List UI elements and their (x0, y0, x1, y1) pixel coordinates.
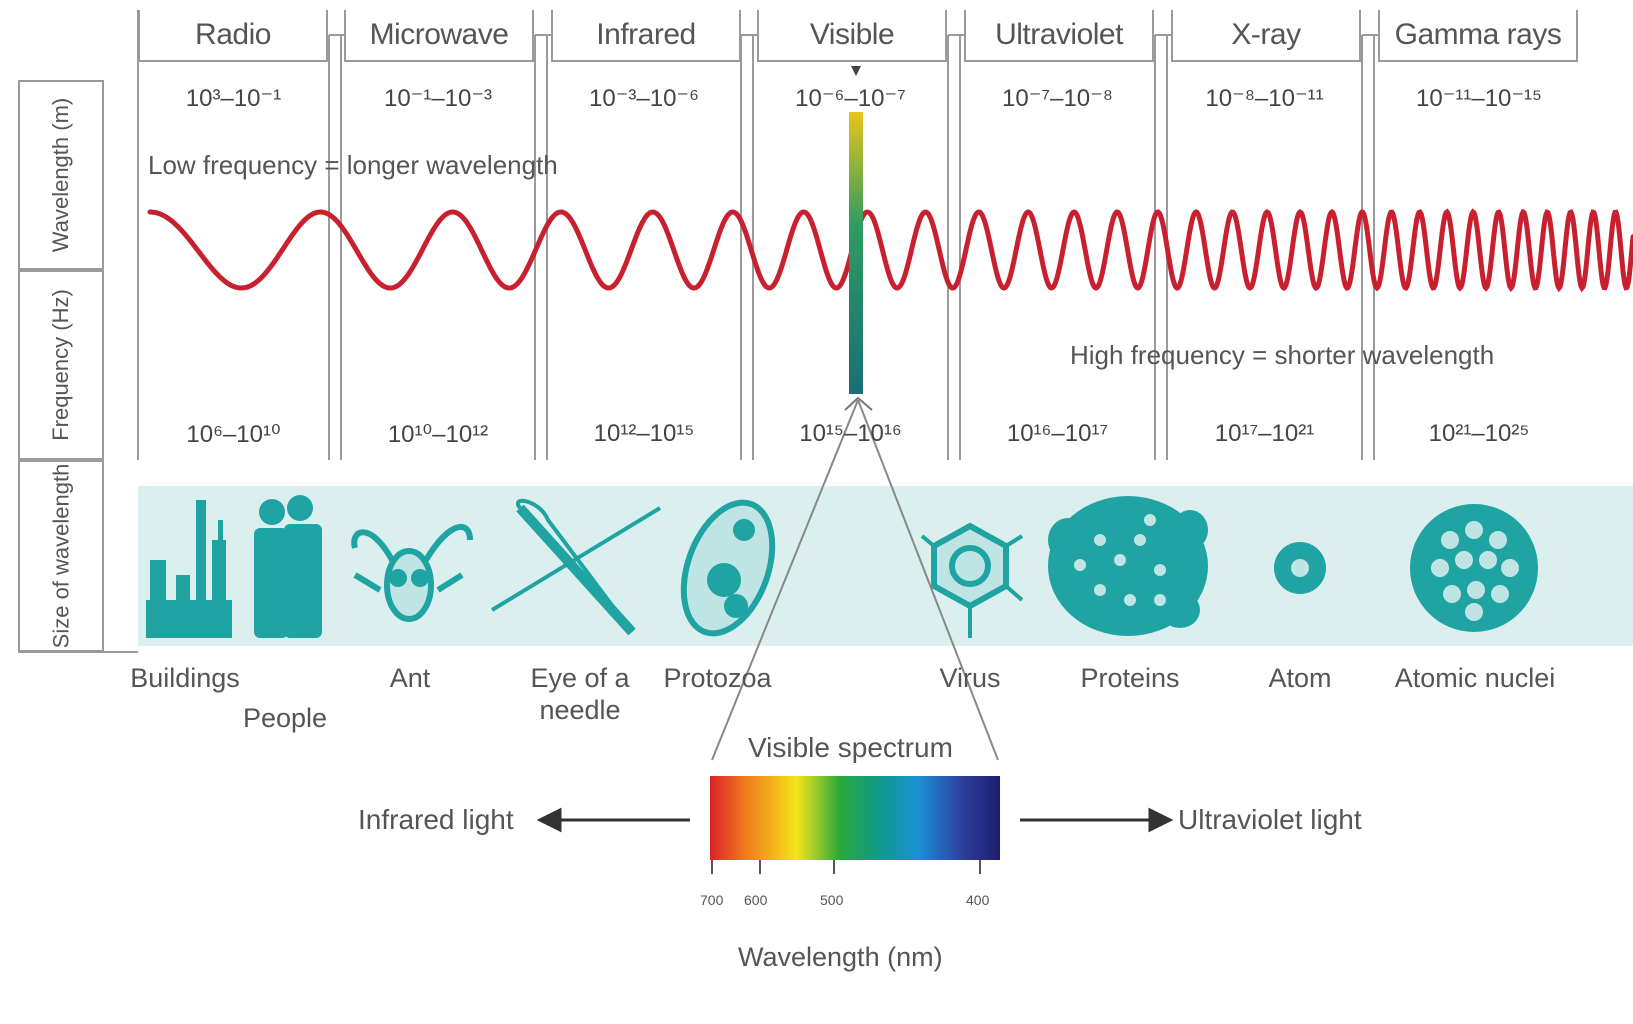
band-header-infrared: Infrared (551, 10, 741, 62)
object-icons (146, 495, 1538, 638)
object-label-ant: Ant (389, 663, 431, 693)
band-header-visible: Visible (757, 10, 947, 62)
visible-spectrum-ticks (711, 860, 981, 874)
wavelength-value: 10⁻¹–10⁻³ (383, 85, 493, 112)
visible-zoom-lines (711, 396, 999, 761)
object-label-atom: Atom (1268, 663, 1332, 693)
band-header-x-ray: X-ray (1171, 10, 1361, 62)
needle-icon (490, 498, 662, 636)
object-label-atomic-nuclei: Atomic nuclei (1394, 663, 1556, 693)
frequency-value: 10²¹–10²⁵ (1428, 420, 1530, 447)
tick-label-400: 400 (966, 892, 990, 908)
ultraviolet-arrow (1020, 807, 1174, 833)
wavelength-value: 10³–10⁻¹ (185, 85, 282, 112)
ultraviolet-light-label: Ultraviolet light (1178, 804, 1362, 835)
band-header-radio: Radio (138, 10, 328, 62)
ant-icon (351, 523, 473, 622)
frequency-value: 10¹²–10¹⁵ (593, 420, 695, 447)
band-header-gamma-rays: Gamma rays (1378, 10, 1578, 62)
visible-spectrum-bar (710, 776, 1000, 860)
buildings-icon (146, 500, 232, 638)
visible-marker-icon (851, 66, 861, 76)
wavelength-row-label: Wavelength (m) (18, 80, 104, 270)
virus-icon (920, 522, 1024, 638)
frequency-value: 10¹⁷–10²¹ (1214, 420, 1315, 447)
object-label-eye-of-a-needle: Eye of a needle (530, 663, 630, 725)
frequency-value: 10¹⁶–10¹⁷ (1006, 420, 1109, 447)
low-frequency-note: Low frequency = longer wavelength (148, 150, 558, 180)
wavelength-value: 10⁻⁸–10⁻¹¹ (1205, 85, 1324, 112)
object-label-virus: Virus (939, 663, 1001, 693)
size-row-background (138, 486, 1633, 646)
wavelength-value: 10⁻⁷–10⁻⁸ (1002, 85, 1113, 112)
people-icon (254, 495, 322, 638)
frequency-value: 10¹⁵–10¹⁶ (799, 420, 902, 447)
proteins-icon (1048, 496, 1208, 636)
tick-label-600: 600 (744, 892, 768, 908)
band-name: Gamma rays (1394, 18, 1562, 51)
tick-label-700: 700 (700, 892, 724, 908)
frequency-value: 10¹⁰–10¹² (387, 421, 489, 448)
infrared-light-label: Infrared light (358, 804, 514, 835)
band-name: X-ray (1231, 18, 1301, 51)
object-label-proteins: Proteins (1080, 663, 1180, 693)
band-header-microwave: Microwave (344, 10, 534, 62)
protozoa-icon (680, 499, 776, 637)
band-dividers (18, 10, 1378, 653)
band-name: Microwave (369, 18, 509, 51)
icon-texture (1074, 514, 1519, 621)
frequency-row-label: Frequency (Hz) (18, 270, 104, 460)
band-name: Visible (809, 18, 895, 51)
wavelength-value: 10⁻¹¹–10⁻¹⁵ (1416, 85, 1542, 112)
wavelength-value: 10⁻⁶–10⁻⁷ (795, 85, 906, 112)
em-wave (147, 208, 1633, 293)
visible-axis-label: Wavelength (nm) (738, 942, 943, 972)
band-name: Ultraviolet (995, 18, 1123, 51)
object-label-buildings: Buildings (130, 663, 240, 693)
wavelength-value: 10⁻³–10⁻⁶ (589, 85, 699, 112)
tick-label-500: 500 (820, 892, 844, 908)
band-name: Infrared (596, 18, 696, 51)
visible-band-bar (849, 112, 863, 394)
infrared-arrow (536, 807, 690, 833)
object-label-people: People (242, 703, 328, 733)
high-frequency-note: High frequency = shorter wavelength (1070, 340, 1495, 370)
object-label-protozoa: Protozoa (663, 663, 772, 693)
visible-spectrum-title: Visible spectrum (748, 732, 953, 763)
band-header-ultraviolet: Ultraviolet (964, 10, 1154, 62)
frequency-value: 10⁶–10¹⁰ (186, 421, 281, 448)
band-name: Radio (195, 18, 271, 51)
